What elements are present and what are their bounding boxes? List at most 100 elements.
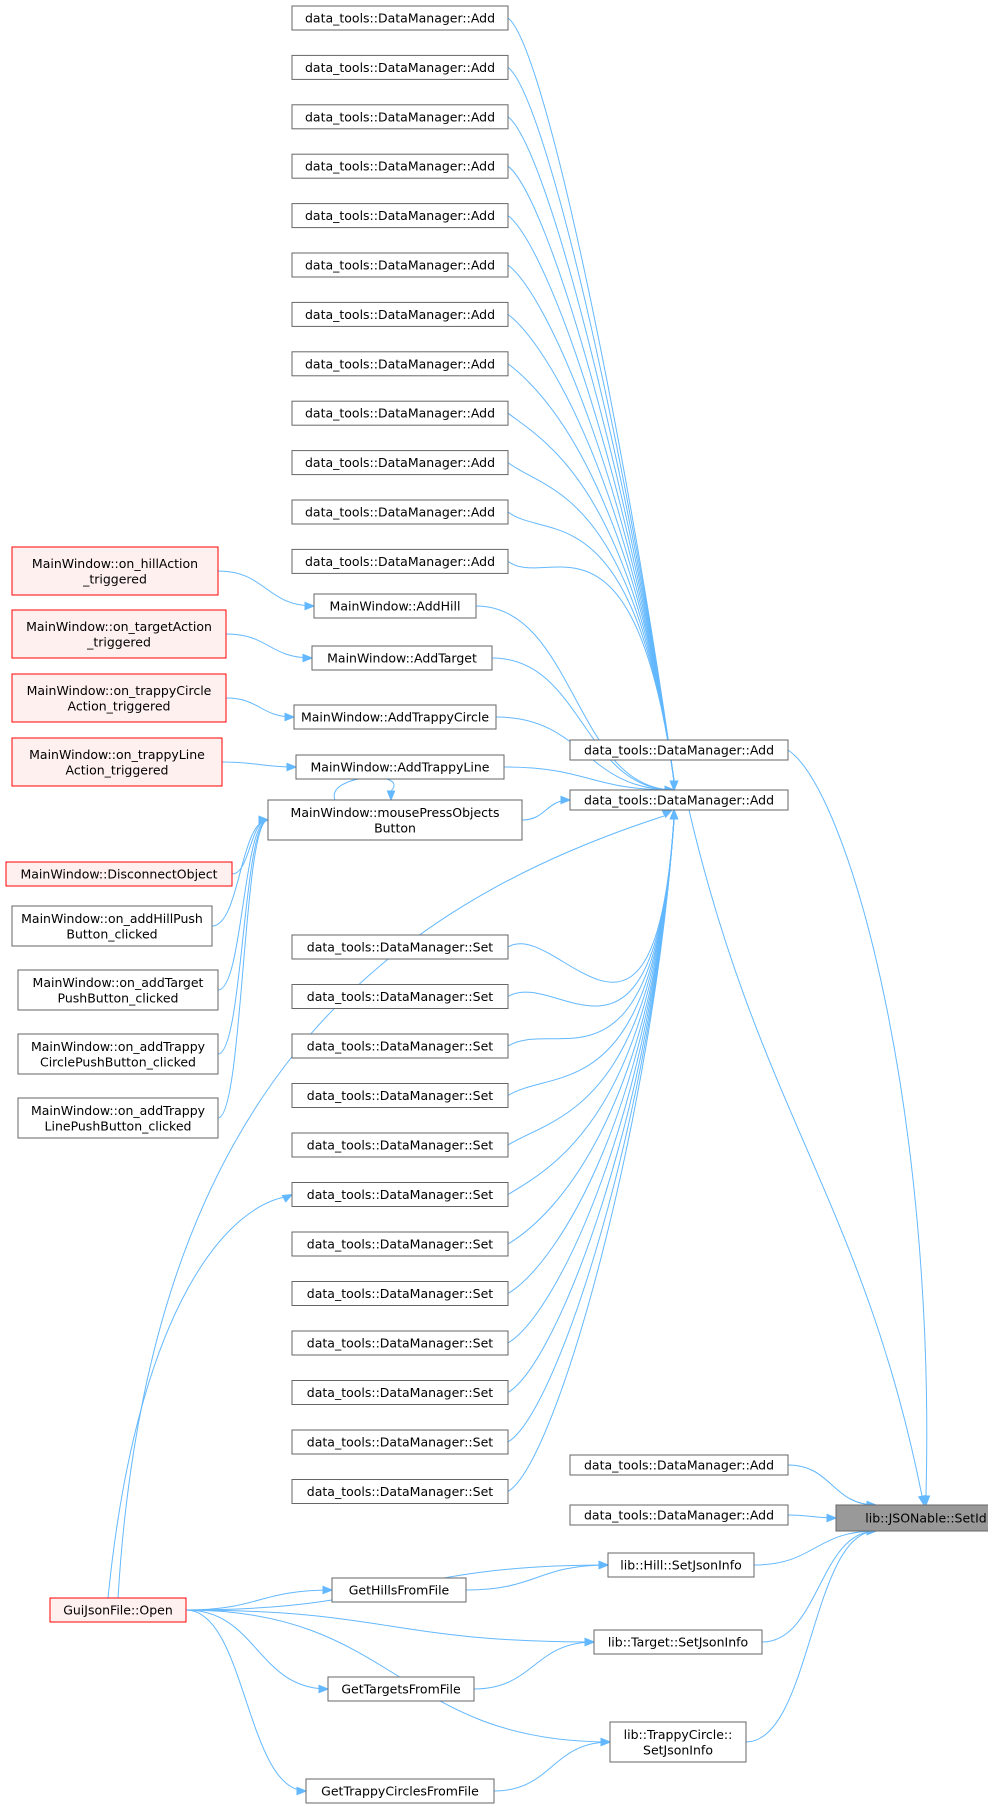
edge-path bbox=[507, 412, 675, 782]
edge-path bbox=[753, 1530, 877, 1566]
node-label: _triggered bbox=[82, 571, 147, 586]
node-label: MainWindow::on_trappyLine bbox=[29, 747, 205, 762]
node-box bbox=[291, 548, 509, 574]
node-a10[interactable]: data_tools::DataManager::Add bbox=[291, 450, 509, 476]
node-on_target[interactable]: MainWindow::on_targetAction_triggered bbox=[11, 609, 227, 659]
edge-path bbox=[507, 314, 675, 782]
node-label: MainWindow::DisconnectObject bbox=[20, 867, 217, 882]
edge-path bbox=[507, 818, 675, 1443]
node-label: lib::TrappyCircle:: bbox=[624, 1727, 733, 1742]
edge-gettargets-to-target_sji bbox=[473, 1637, 596, 1690]
node-box bbox=[291, 351, 509, 377]
node-a4[interactable]: data_tools::DataManager::Add bbox=[291, 153, 509, 179]
node-s9[interactable]: data_tools::DataManager::Set bbox=[291, 1330, 509, 1356]
node-label: data_tools::DataManager::Set bbox=[307, 1336, 493, 1351]
edge-layer bbox=[107, 17, 931, 1796]
node-box bbox=[5, 861, 233, 887]
node-addtc[interactable]: MainWindow::AddTrappyCircle bbox=[293, 704, 497, 730]
edge-add_top-to-setid bbox=[787, 749, 931, 1507]
edge-guiopen-to-gettc bbox=[185, 1609, 308, 1796]
node-setid[interactable]: lib::JSONable::SetId bbox=[835, 1504, 988, 1532]
node-gettargets[interactable]: GetTargetsFromFile bbox=[327, 1676, 475, 1702]
arrowhead bbox=[258, 815, 270, 825]
node-box bbox=[291, 400, 509, 426]
node-a8[interactable]: data_tools::DataManager::Add bbox=[291, 351, 509, 377]
node-target_sji[interactable]: lib::Target::SetJsonInfo bbox=[593, 1629, 763, 1655]
node-label: data_tools::DataManager::Set bbox=[307, 1088, 493, 1103]
edge-mpob-to-add_hub bbox=[521, 795, 572, 821]
node-add_hub[interactable]: data_tools::DataManager::Add bbox=[569, 789, 789, 811]
node-box bbox=[291, 1429, 509, 1455]
node-label: data_tools::DataManager::Add bbox=[305, 159, 495, 174]
node-s11[interactable]: data_tools::DataManager::Set bbox=[291, 1429, 509, 1455]
edge-s4-to-add_hub bbox=[507, 808, 679, 1096]
node-label: data_tools::DataManager::Add bbox=[305, 455, 495, 470]
node-a12[interactable]: data_tools::DataManager::Add bbox=[291, 548, 509, 574]
node-box bbox=[17, 1033, 219, 1075]
node-disconnect[interactable]: MainWindow::DisconnectObject bbox=[5, 861, 233, 887]
node-gettc[interactable]: GetTrappyCirclesFromFile bbox=[305, 1778, 495, 1804]
edge-path bbox=[225, 633, 313, 659]
node-add_b1[interactable]: data_tools::DataManager::Add bbox=[569, 1454, 789, 1476]
node-addtarget[interactable]: MainWindow::AddTarget bbox=[311, 645, 493, 671]
edge-a7-to-add_hub bbox=[507, 314, 679, 792]
node-addhill[interactable]: MainWindow::AddHill bbox=[313, 593, 477, 619]
node-on_addtc[interactable]: MainWindow::on_addTrappyCirclePushButton… bbox=[17, 1033, 219, 1075]
node-a7[interactable]: data_tools::DataManager::Add bbox=[291, 301, 509, 327]
node-on_tc[interactable]: MainWindow::on_trappyCircleAction_trigge… bbox=[11, 673, 227, 723]
node-box bbox=[291, 1380, 509, 1405]
edge-a9-to-add_hub bbox=[507, 412, 679, 792]
edge-on_addtc-to-mpob bbox=[217, 815, 270, 1055]
node-label: LinePushButton_clicked bbox=[45, 1118, 192, 1133]
edge-path bbox=[185, 1609, 595, 1643]
node-s2[interactable]: data_tools::DataManager::Set bbox=[291, 984, 509, 1009]
node-box bbox=[291, 499, 509, 525]
node-s8[interactable]: data_tools::DataManager::Set bbox=[291, 1281, 509, 1306]
node-box bbox=[291, 1033, 509, 1059]
node-hill_sji[interactable]: lib::Hill::SetJsonInfo bbox=[607, 1552, 755, 1578]
node-label: PushButton_clicked bbox=[58, 990, 179, 1005]
node-on_hill[interactable]: MainWindow::on_hillAction_triggered bbox=[11, 546, 219, 596]
node-label: data_tools::DataManager::Add bbox=[305, 307, 495, 322]
node-s10[interactable]: data_tools::DataManager::Set bbox=[291, 1380, 509, 1405]
node-on_tl[interactable]: MainWindow::on_trappyLineAction_triggere… bbox=[11, 737, 223, 787]
node-addtl[interactable]: MainWindow::AddTrappyLine bbox=[295, 754, 505, 780]
node-label: data_tools::DataManager::Set bbox=[307, 1187, 493, 1202]
node-gethills[interactable]: GetHillsFromFile bbox=[331, 1577, 467, 1603]
node-box bbox=[291, 153, 509, 179]
node-label: MainWindow::on_trappyCircle bbox=[27, 683, 212, 698]
node-s1[interactable]: data_tools::DataManager::Set bbox=[291, 934, 509, 960]
node-a5[interactable]: data_tools::DataManager::Add bbox=[291, 203, 509, 229]
node-label: MainWindow::on_addTrappy bbox=[31, 1039, 206, 1054]
node-box bbox=[11, 546, 219, 596]
node-box bbox=[291, 1330, 509, 1356]
node-a1[interactable]: data_tools::DataManager::Add bbox=[291, 5, 509, 31]
node-on_addtl[interactable]: MainWindow::on_addTrappyLinePushButton_c… bbox=[17, 1097, 219, 1139]
node-a2[interactable]: data_tools::DataManager::Add bbox=[291, 54, 509, 80]
node-a9[interactable]: data_tools::DataManager::Add bbox=[291, 400, 509, 426]
node-a3[interactable]: data_tools::DataManager::Add bbox=[291, 104, 509, 130]
node-tc_sji[interactable]: lib::TrappyCircle::SetJsonInfo bbox=[609, 1721, 747, 1763]
node-a6[interactable]: data_tools::DataManager::Add bbox=[291, 252, 509, 278]
node-label: MainWindow::AddTrappyCircle bbox=[301, 710, 489, 725]
edge-s7-to-add_hub bbox=[507, 808, 679, 1245]
edge-path bbox=[787, 749, 928, 1497]
node-label: data_tools::DataManager::Add bbox=[305, 406, 495, 421]
node-on_addtarget[interactable]: MainWindow::on_addTargetPushButton_click… bbox=[17, 969, 219, 1011]
node-add_top[interactable]: data_tools::DataManager::Add bbox=[569, 739, 789, 761]
node-guiopen[interactable]: GuiJsonFile::Open bbox=[49, 1597, 187, 1623]
node-s3[interactable]: data_tools::DataManager::Set bbox=[291, 1033, 509, 1059]
node-s12[interactable]: data_tools::DataManager::Set bbox=[291, 1479, 509, 1504]
node-s5[interactable]: data_tools::DataManager::Set bbox=[291, 1132, 509, 1158]
edge-path bbox=[185, 1609, 307, 1792]
arrowhead bbox=[386, 790, 396, 802]
node-label: Action_triggered bbox=[68, 698, 171, 713]
node-add_b2[interactable]: data_tools::DataManager::Add bbox=[569, 1504, 789, 1526]
node-s4[interactable]: data_tools::DataManager::Set bbox=[291, 1083, 509, 1108]
node-a11[interactable]: data_tools::DataManager::Add bbox=[291, 499, 509, 525]
node-s7[interactable]: data_tools::DataManager::Set bbox=[291, 1231, 509, 1257]
node-s6[interactable]: data_tools::DataManager::Set bbox=[291, 1182, 509, 1207]
edge-path bbox=[491, 657, 675, 791]
